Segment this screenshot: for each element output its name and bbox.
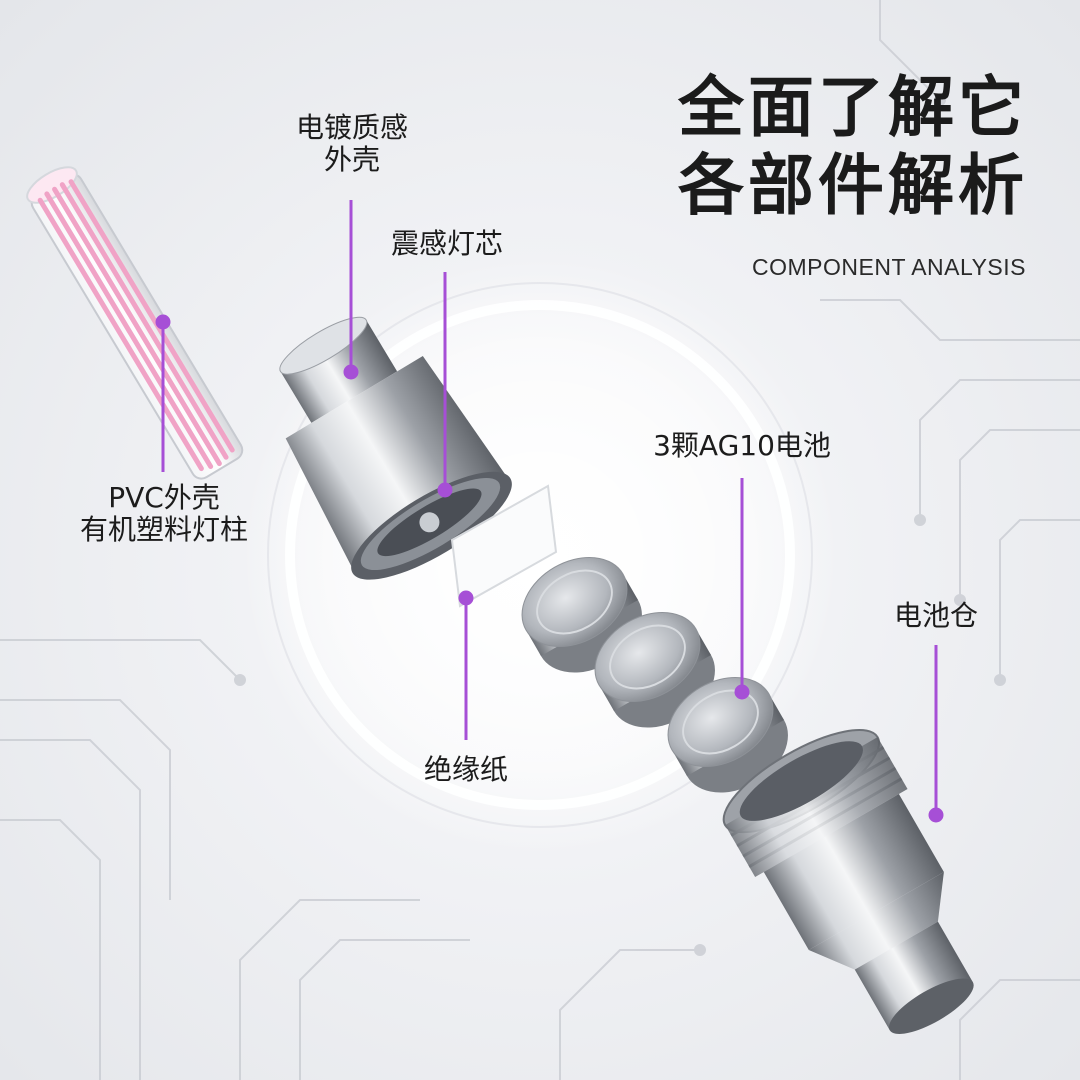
label-pvc-rod-line-2: 有机塑料灯柱	[79, 513, 248, 547]
battery-compartment	[722, 728, 974, 1034]
heading-line-2: 各部件解析	[678, 147, 1028, 224]
plated-shell	[279, 316, 512, 580]
heading-line-1: 全面了解它	[678, 69, 1028, 146]
label-insulation-paper: 绝缘纸	[423, 753, 508, 786]
label-ag10-batteries: 3颗AG10电池	[653, 429, 831, 462]
light-rod	[26, 166, 244, 480]
label-plated-shell-line-1: 电镀质感	[295, 111, 408, 144]
label-pvc-rod: PVC外壳 有机塑料灯柱	[52, 481, 276, 547]
label-pvc-rod-line-1: PVC外壳	[108, 481, 220, 514]
label-vibration-core: 震感灯芯	[390, 227, 503, 260]
heading-subtitle: COMPONENT ANALYSIS	[752, 254, 1026, 280]
leader-lines	[155, 200, 944, 823]
label-plated-shell-line-2: 外壳	[323, 143, 380, 177]
button-cell-1	[521, 556, 642, 673]
label-plated-shell: 电镀质感 外壳	[262, 111, 442, 177]
label-battery-compartment: 电池仓	[893, 599, 978, 632]
insulation-paper	[450, 484, 558, 608]
